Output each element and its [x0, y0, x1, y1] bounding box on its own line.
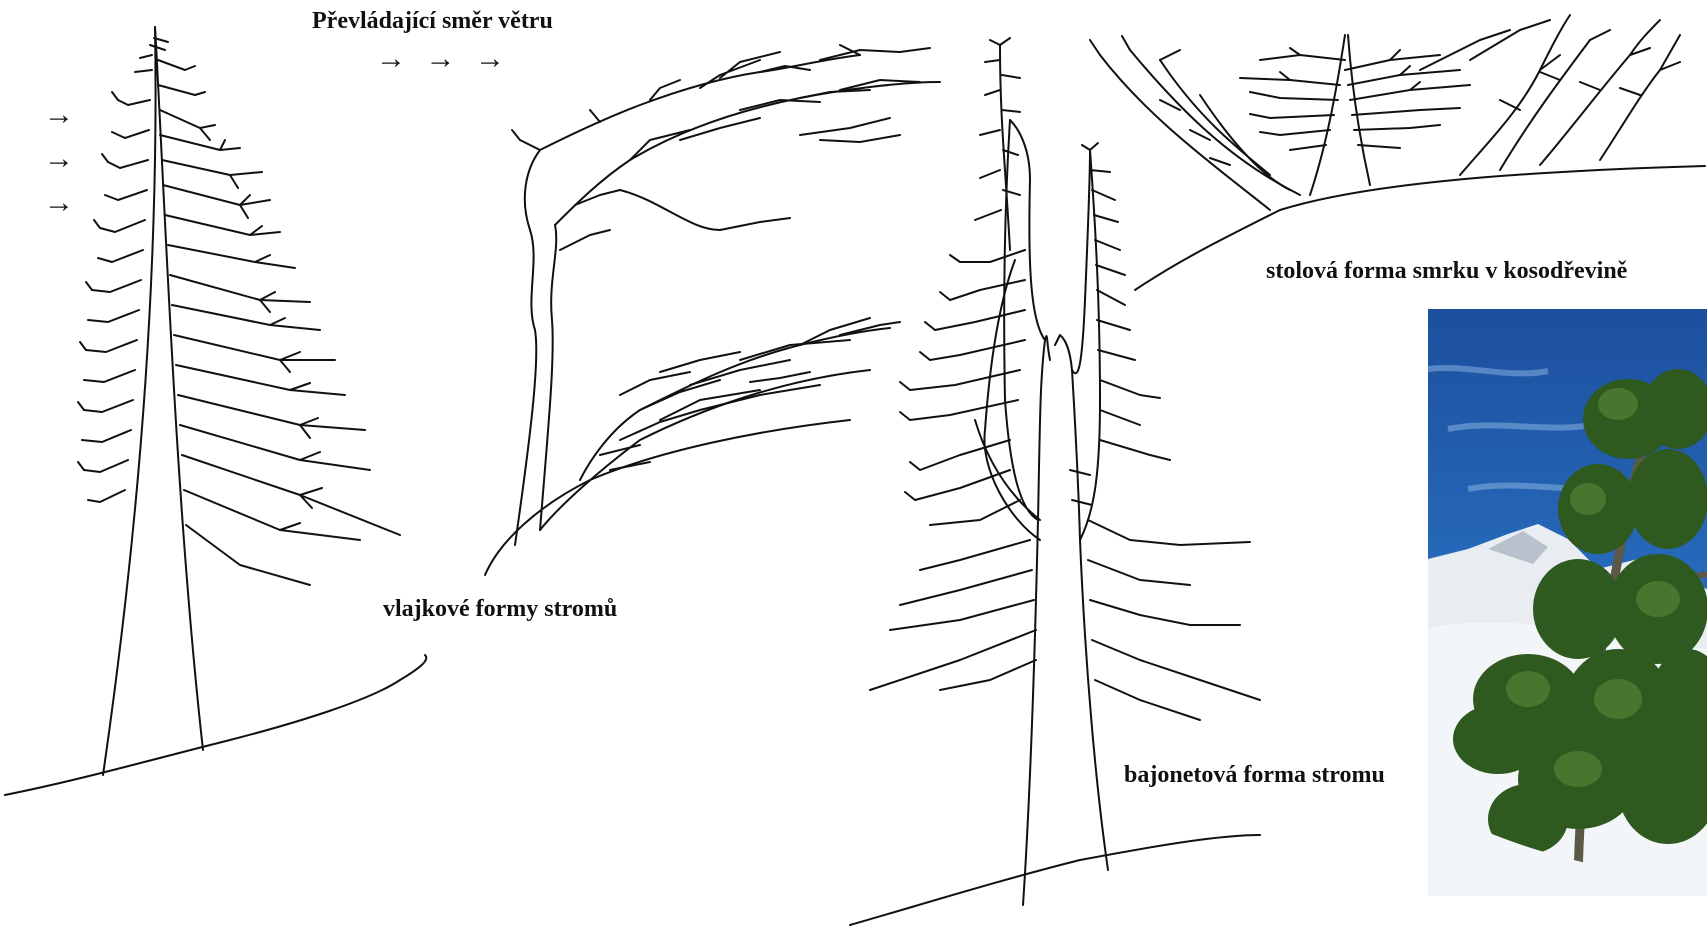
ground-line-flag-hill — [485, 420, 850, 575]
photo-inset — [1428, 309, 1707, 896]
table-spruce-tree — [1090, 15, 1680, 210]
ground-line-left — [5, 655, 426, 795]
flag-forms-label: vlajkové formy stromů — [383, 596, 617, 623]
bayonet-form-label: bajonetová forma stromu — [1124, 762, 1385, 789]
wind-arrows-top: → → → — [376, 44, 511, 74]
wind-direction-label: Převládající směr větru — [312, 8, 553, 35]
wind-arrow-left-1: → — [44, 100, 74, 130]
wind-arrow-left-3: → — [44, 188, 74, 218]
ground-line-bayonet — [850, 835, 1260, 925]
table-form-label: stolová forma smrku v kosodřevině — [1266, 258, 1627, 285]
flag-trees — [512, 45, 940, 545]
wind-arrow-left-2: → — [44, 144, 74, 174]
tall-spruce-tree — [78, 27, 400, 775]
